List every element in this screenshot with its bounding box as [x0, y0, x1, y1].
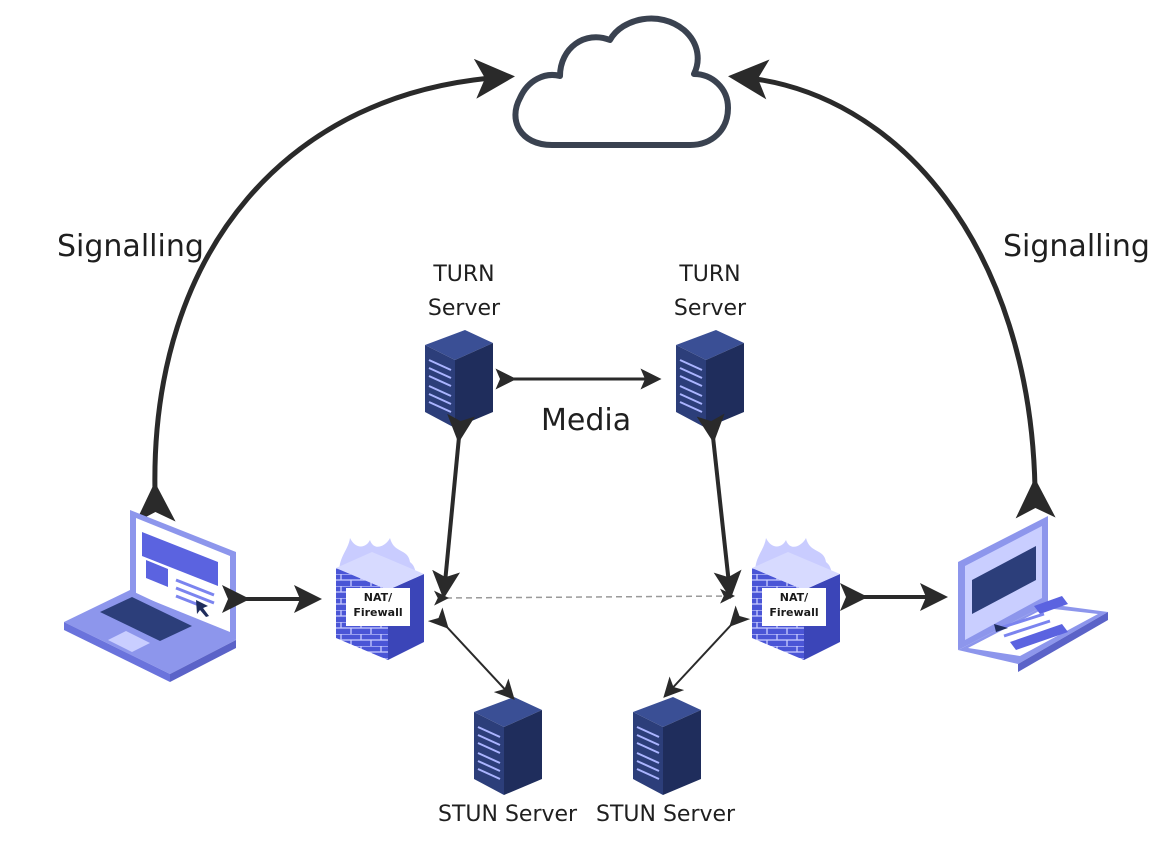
turn-nat-arrow-right: [696, 413, 742, 599]
media-label: Media: [541, 403, 632, 438]
laptop-icon: [958, 516, 1108, 672]
direct-connection-line: [433, 588, 735, 606]
firewall-icon: [336, 538, 424, 660]
stun-server-label-left: STUN Server: [438, 802, 578, 827]
server-icon: [633, 697, 701, 795]
turn-label-line2: Server: [673, 296, 747, 321]
nat-label-line1: NAT/: [779, 591, 809, 604]
nat-label-line2: Firewall: [353, 606, 403, 619]
turn-label-line1: TURN: [679, 262, 741, 287]
nat-stun-arrow-right: [663, 605, 751, 698]
firewall-icon: [752, 538, 840, 660]
nat-label-line1: NAT/: [363, 591, 393, 604]
turn-label-line2: Server: [427, 296, 501, 321]
stun-server-label-right: STUN Server: [596, 802, 736, 827]
signalling-arrow-right: [728, 59, 1056, 519]
server-icon: [425, 330, 493, 428]
server-icon: [474, 697, 542, 795]
nat-label-line2: Firewall: [769, 606, 819, 619]
nat-stun-arrow-left: [427, 607, 515, 700]
nat-firewall-label-right: NAT/ Firewall: [762, 590, 826, 620]
turn-label-line1: TURN: [433, 262, 495, 287]
turn-server-label-left: TURN Server: [414, 258, 514, 326]
cloud-icon: [512, 15, 731, 148]
signalling-label-left: Signalling: [57, 229, 204, 264]
turn-nat-arrow-left: [432, 413, 476, 599]
signalling-arrow-left: [135, 58, 515, 523]
server-icon: [676, 330, 744, 428]
nat-firewall-label-left: NAT/ Firewall: [346, 590, 410, 620]
laptop-icon: [64, 510, 236, 682]
turn-server-label-right: TURN Server: [660, 258, 760, 326]
signalling-label-right: Signalling: [1003, 229, 1150, 264]
